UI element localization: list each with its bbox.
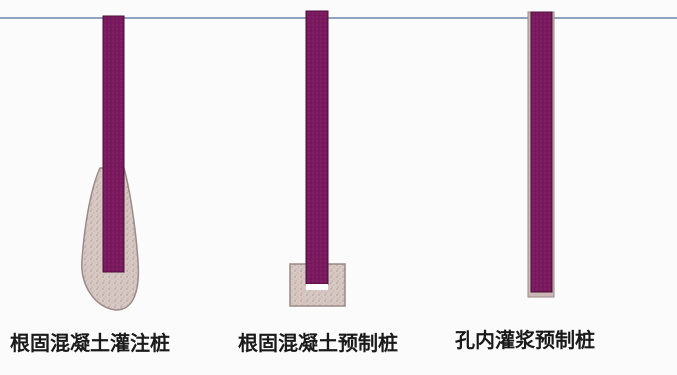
pile-1-group: [81, 15, 140, 311]
pile-2-caption: 根固混凝土预制桩: [238, 331, 398, 355]
pile-2-group: [289, 10, 346, 307]
pile-2-shaft: [305, 10, 329, 285]
pile-1-shaft: [102, 15, 125, 273]
pile-3-group: [527, 11, 555, 298]
pile-1-caption: 根固混凝土灌注桩: [10, 331, 170, 355]
pile-2-tip-gap: [306, 284, 328, 290]
pile-3-shaft: [530, 11, 553, 293]
pile-3-caption: 孔内灌浆预制桩: [455, 328, 595, 352]
